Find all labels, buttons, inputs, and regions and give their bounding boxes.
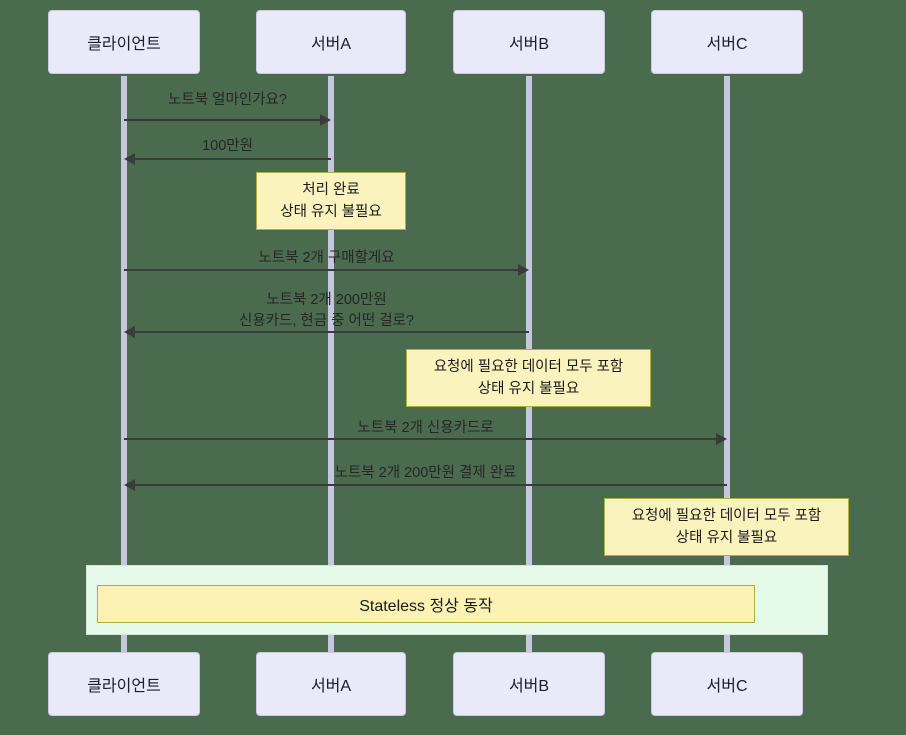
arrowhead-right-3 bbox=[518, 264, 529, 276]
summary-band-label: Stateless 정상 동작 bbox=[359, 598, 493, 615]
message-label-3: 노트북 2개 구매할게요 bbox=[258, 250, 395, 266]
actor-bottom-serverB[interactable]: 서버B bbox=[453, 652, 605, 716]
message-label-2: 100만원 bbox=[202, 138, 253, 154]
arrowhead-right-5 bbox=[716, 433, 727, 445]
note-processing-complete: 처리 완료 상태 유지 불필요 bbox=[256, 172, 406, 230]
message-label-4: 노트북 2개 200만원 신용카드, 현금 중 어떤 걸로? bbox=[239, 292, 414, 329]
message-line-4 bbox=[128, 331, 529, 333]
note-request-contains-data-b: 요청에 필요한 데이터 모두 포함 상태 유지 불필요 bbox=[406, 349, 651, 407]
arrowhead-left-2 bbox=[124, 153, 135, 165]
actor-bottom-serverC[interactable]: 서버C bbox=[651, 652, 803, 716]
actor-top-serverB[interactable]: 서버B bbox=[453, 10, 605, 74]
actor-label: 서버A bbox=[310, 678, 352, 695]
summary-band-label-box: Stateless 정상 동작 bbox=[97, 585, 755, 623]
actor-bottom-client[interactable]: 클라이언트 bbox=[48, 652, 200, 716]
actor-top-serverC[interactable]: 서버C bbox=[651, 10, 803, 74]
actor-top-client[interactable]: 클라이언트 bbox=[48, 10, 200, 74]
note-request-contains-data-c: 요청에 필요한 데이터 모두 포함 상태 유지 불필요 bbox=[604, 498, 849, 556]
actor-top-serverA[interactable]: 서버A bbox=[256, 10, 406, 74]
message-line-3 bbox=[124, 269, 525, 271]
message-label-6: 노트북 2개 200만원 결제 완료 bbox=[334, 465, 517, 481]
message-line-5 bbox=[124, 438, 723, 440]
actor-label: 클라이언트 bbox=[87, 36, 161, 53]
message-line-1 bbox=[124, 119, 327, 121]
message-line-2 bbox=[128, 158, 331, 160]
message-label-1: 노트북 얼마인가요? bbox=[168, 92, 287, 108]
lifeline-client bbox=[121, 76, 127, 652]
actor-label: 서버B bbox=[508, 36, 550, 53]
message-line-6 bbox=[128, 484, 727, 486]
message-label-5: 노트북 2개 신용카드로 bbox=[357, 420, 494, 436]
actor-label: 서버C bbox=[706, 678, 748, 695]
arrowhead-left-6 bbox=[124, 479, 135, 491]
actor-label: 서버A bbox=[310, 36, 352, 53]
actor-label: 서버C bbox=[706, 36, 748, 53]
actor-label: 서버B bbox=[508, 678, 550, 695]
arrowhead-left-4 bbox=[124, 326, 135, 338]
actor-label: 클라이언트 bbox=[87, 678, 161, 695]
lifeline-serverA bbox=[328, 76, 334, 652]
lifeline-serverC bbox=[724, 76, 730, 652]
actor-bottom-serverA[interactable]: 서버A bbox=[256, 652, 406, 716]
arrowhead-right-1 bbox=[320, 114, 331, 126]
